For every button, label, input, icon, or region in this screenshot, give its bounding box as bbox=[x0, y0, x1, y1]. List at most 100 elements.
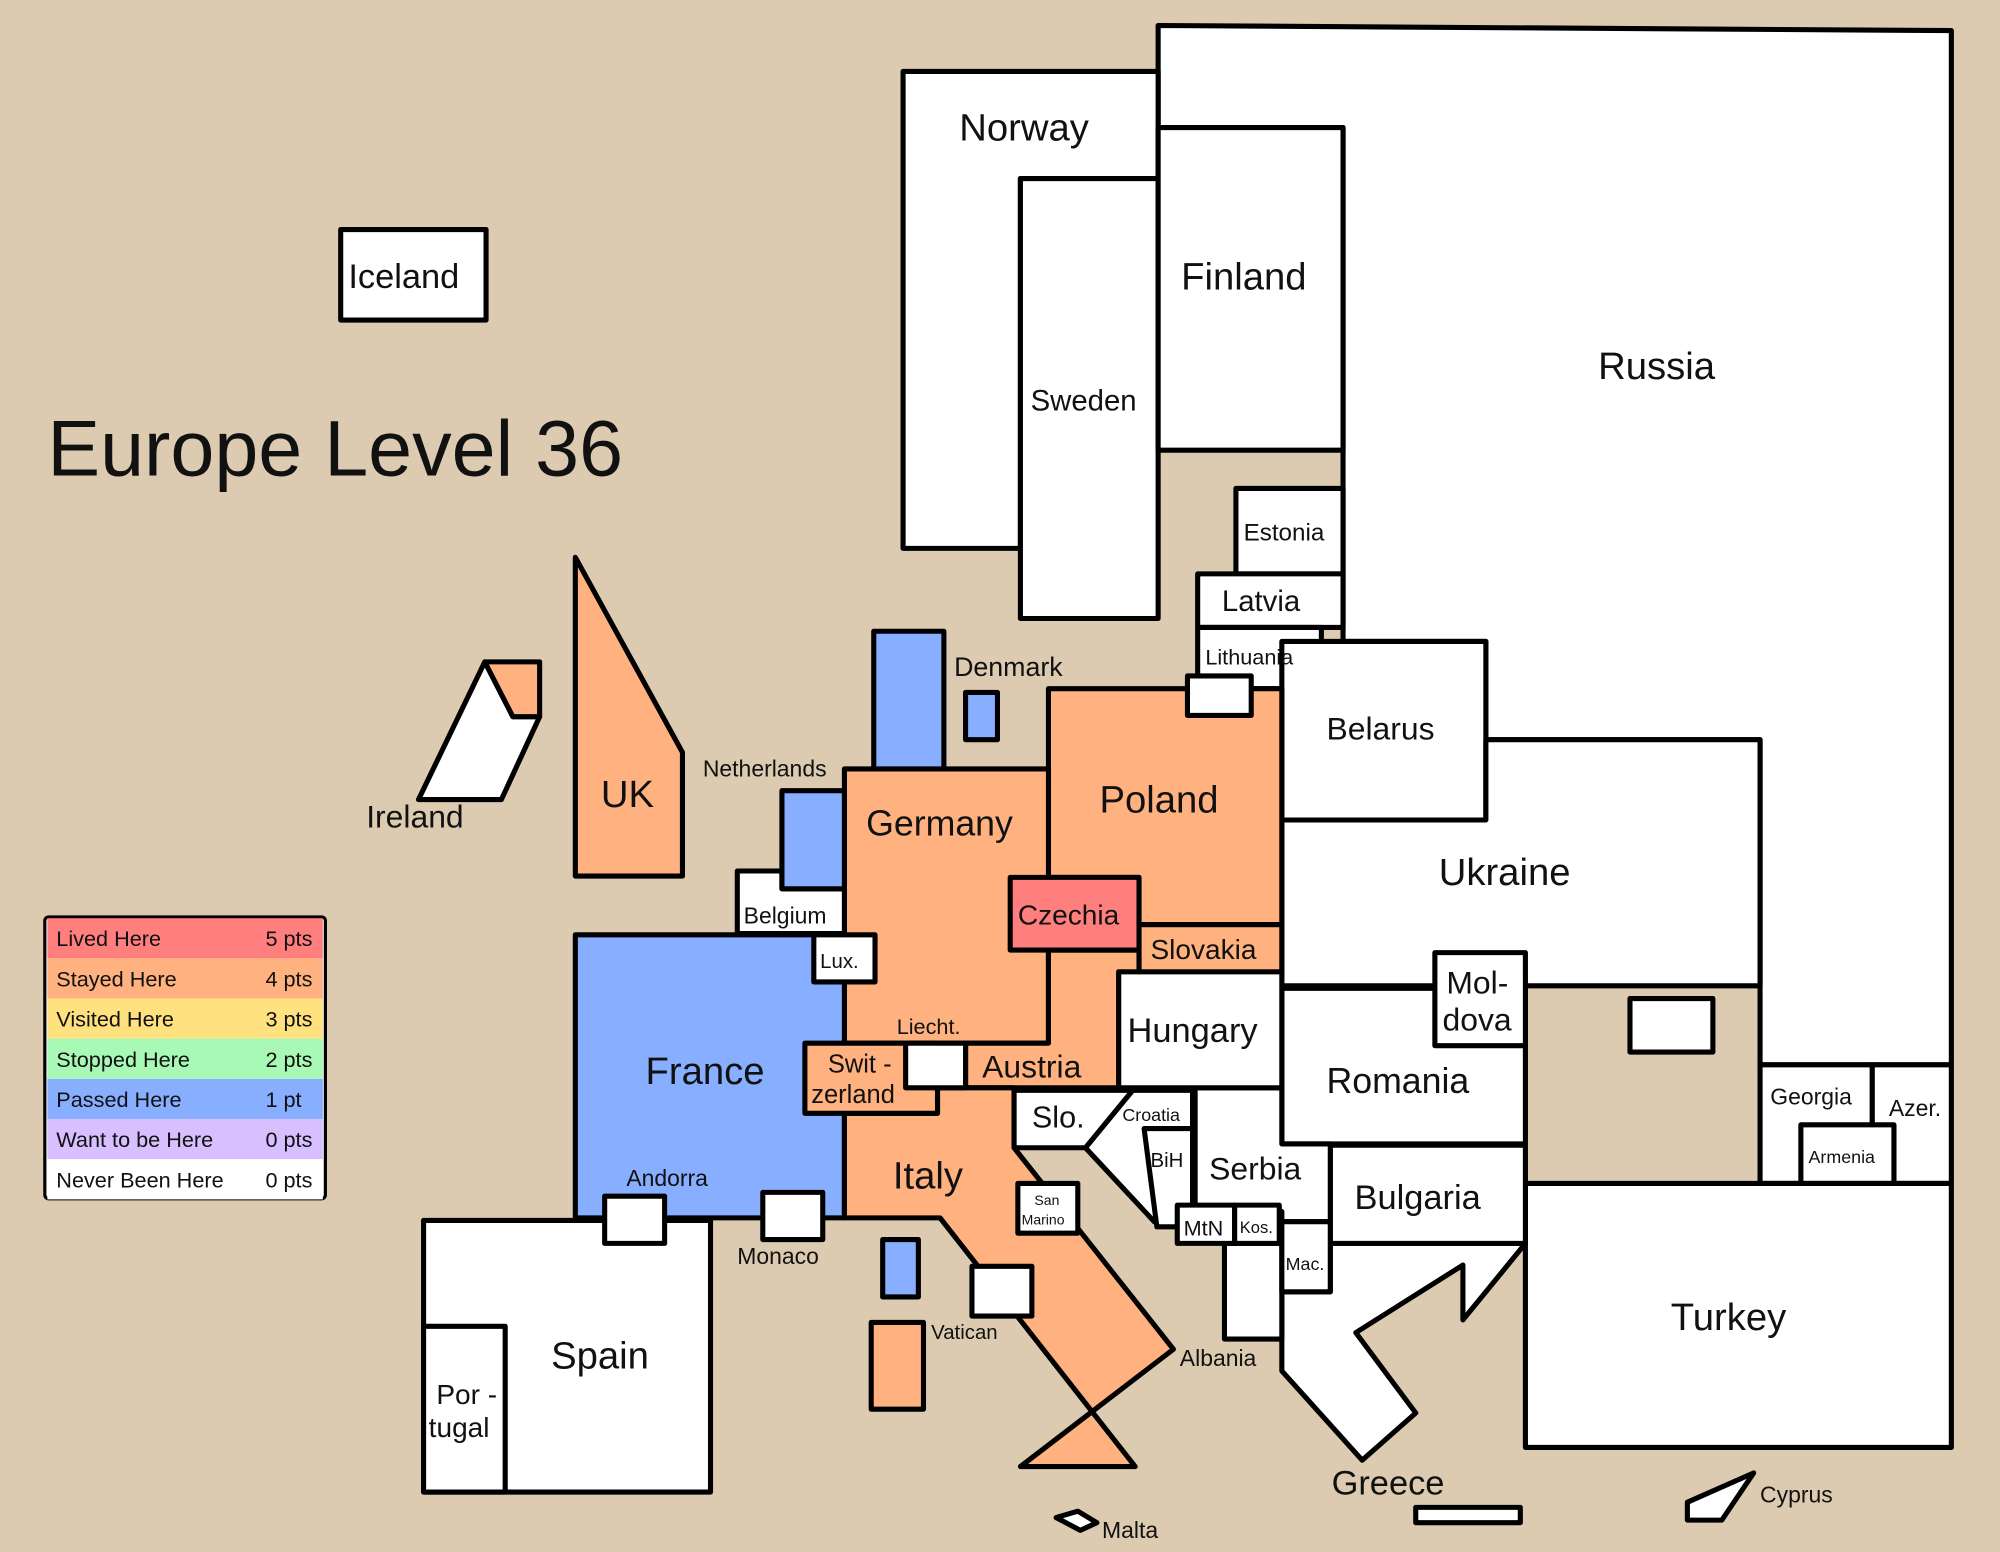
country-finland[interactable] bbox=[1155, 124, 1346, 453]
legend-row-stopped: Stopped Here 2 pts bbox=[47, 1038, 323, 1079]
label-luxembourg: Lux. bbox=[820, 951, 859, 973]
legend-label: Want to be Here bbox=[56, 1127, 213, 1152]
label-germany: Germany bbox=[866, 803, 1013, 843]
country-liechtenstein[interactable] bbox=[903, 1040, 969, 1091]
label-denmark: Denmark bbox=[954, 652, 1063, 682]
legend-swatch bbox=[47, 958, 323, 999]
legend-points: 3 pts bbox=[265, 1007, 312, 1032]
label-serbia: Serbia bbox=[1209, 1151, 1301, 1187]
label-iceland: Iceland bbox=[348, 258, 459, 296]
legend-row-stayed: Stayed Here 4 pts bbox=[47, 958, 323, 999]
label-albania: Albania bbox=[1180, 1345, 1257, 1371]
legend-row-lived: Lived Here 5 pts bbox=[47, 918, 323, 959]
country-sardinia[interactable] bbox=[880, 1237, 921, 1300]
country-crete[interactable] bbox=[1413, 1504, 1523, 1526]
label-hungary: Hungary bbox=[1128, 1012, 1259, 1050]
label-russia: Russia bbox=[1598, 345, 1716, 388]
label-ukraine: Ukraine bbox=[1439, 851, 1571, 894]
country-san-marino[interactable] bbox=[1015, 1180, 1081, 1236]
country-austria[interactable] bbox=[963, 947, 1142, 1091]
country-uk[interactable] bbox=[572, 554, 686, 879]
label-switzerland: Swit - bbox=[828, 1050, 892, 1078]
legend-swatch bbox=[47, 1119, 323, 1160]
label-bulgaria: Bulgaria bbox=[1355, 1179, 1482, 1217]
label-slovakia: Slovakia bbox=[1150, 934, 1256, 965]
label-croatia: Croatia bbox=[1122, 1105, 1180, 1125]
country-northern-ireland[interactable] bbox=[482, 659, 543, 720]
country-labels: Russia Norway Sweden Finland Estonia Lat… bbox=[348, 106, 1941, 1543]
label-romania: Romania bbox=[1326, 1061, 1469, 1101]
label-ireland: Ireland bbox=[366, 799, 463, 835]
legend-swatch bbox=[47, 1038, 323, 1079]
label-slovenia: Slo. bbox=[1032, 1100, 1085, 1134]
country-iceland[interactable] bbox=[338, 226, 489, 323]
country-malta[interactable] bbox=[1053, 1508, 1100, 1533]
label-armenia: Armenia bbox=[1809, 1147, 1876, 1167]
label-cyprus: Cyprus bbox=[1760, 1481, 1833, 1507]
country-luxembourg[interactable] bbox=[811, 932, 878, 985]
legend-points: 4 pts bbox=[265, 966, 312, 991]
country-hungary[interactable] bbox=[1116, 969, 1285, 1091]
country-cyprus[interactable] bbox=[1684, 1470, 1757, 1523]
label-belarus: Belarus bbox=[1326, 711, 1434, 747]
legend-row-never: Never Been Here 0 pts bbox=[47, 1159, 323, 1200]
country-turkey[interactable] bbox=[1522, 1180, 1954, 1450]
label-moldova-2: dova bbox=[1443, 1001, 1512, 1037]
label-belgium: Belgium bbox=[744, 902, 827, 928]
legend-swatch bbox=[47, 918, 323, 959]
legend-points: 5 pts bbox=[265, 926, 312, 951]
legend-points: 0 pts bbox=[265, 1167, 312, 1192]
label-montenegro: MtN bbox=[1184, 1216, 1224, 1241]
country-france[interactable] bbox=[572, 932, 847, 1221]
label-estonia: Estonia bbox=[1244, 520, 1325, 547]
country-czechia[interactable] bbox=[1007, 874, 1142, 953]
country-crimea[interactable] bbox=[1627, 995, 1716, 1055]
country-monaco[interactable] bbox=[760, 1189, 826, 1243]
legend-row-visited: Visited Here 3 pts bbox=[47, 998, 323, 1039]
country-moldova[interactable] bbox=[1432, 950, 1528, 1049]
legend-label: Stopped Here bbox=[56, 1047, 190, 1072]
label-georgia: Georgia bbox=[1770, 1083, 1852, 1109]
label-portugal: Por - bbox=[436, 1379, 497, 1410]
legend-label: Stayed Here bbox=[56, 966, 176, 991]
country-estonia[interactable] bbox=[1233, 485, 1346, 577]
label-kosovo: Kos. bbox=[1240, 1218, 1273, 1237]
label-macedonia: Mac. bbox=[1286, 1254, 1325, 1274]
legend-row-passed: Passed Here 1 pt bbox=[47, 1078, 323, 1120]
legend-swatch bbox=[47, 1159, 323, 1200]
label-moldova: Mol- bbox=[1446, 964, 1508, 1000]
country-sicily[interactable] bbox=[868, 1319, 927, 1412]
legend-row-want: Want to be Here 0 pts bbox=[47, 1119, 323, 1160]
legend-label: Passed Here bbox=[56, 1087, 181, 1112]
country-macedonia[interactable] bbox=[1279, 1219, 1333, 1295]
legend-swatch bbox=[47, 998, 323, 1039]
legend-swatch bbox=[47, 1078, 323, 1120]
legend-points: 0 pts bbox=[265, 1127, 312, 1152]
label-netherlands: Netherlands bbox=[703, 756, 827, 782]
legend-label: Lived Here bbox=[56, 926, 161, 951]
label-italy: Italy bbox=[893, 1155, 964, 1198]
country-latvia[interactable] bbox=[1195, 571, 1346, 630]
label-uk: UK bbox=[601, 773, 655, 816]
legend-points: 2 pts bbox=[265, 1047, 312, 1072]
country-denmark[interactable] bbox=[871, 628, 947, 772]
legend-label: Never Been Here bbox=[56, 1167, 223, 1192]
label-norway: Norway bbox=[959, 106, 1090, 149]
label-latvia: Latvia bbox=[1222, 585, 1301, 618]
country-netherlands[interactable] bbox=[779, 788, 847, 892]
legend-label: Visited Here bbox=[56, 1007, 174, 1032]
label-bih: BiH bbox=[1150, 1150, 1183, 1172]
country-portugal[interactable] bbox=[421, 1323, 508, 1495]
page-title: Europe Level 36 bbox=[47, 404, 623, 493]
label-vatican: Vatican bbox=[931, 1322, 998, 1344]
country-andorra[interactable] bbox=[602, 1193, 668, 1246]
country-vatican[interactable] bbox=[969, 1263, 1035, 1319]
country-kaliningrad[interactable] bbox=[1184, 673, 1254, 718]
country-denmark-island[interactable] bbox=[963, 689, 1000, 743]
label-finland: Finland bbox=[1181, 255, 1306, 298]
country-albania[interactable] bbox=[1221, 1240, 1285, 1342]
country-belarus[interactable] bbox=[1279, 638, 1489, 823]
legend-points: 1 pt bbox=[265, 1087, 301, 1112]
